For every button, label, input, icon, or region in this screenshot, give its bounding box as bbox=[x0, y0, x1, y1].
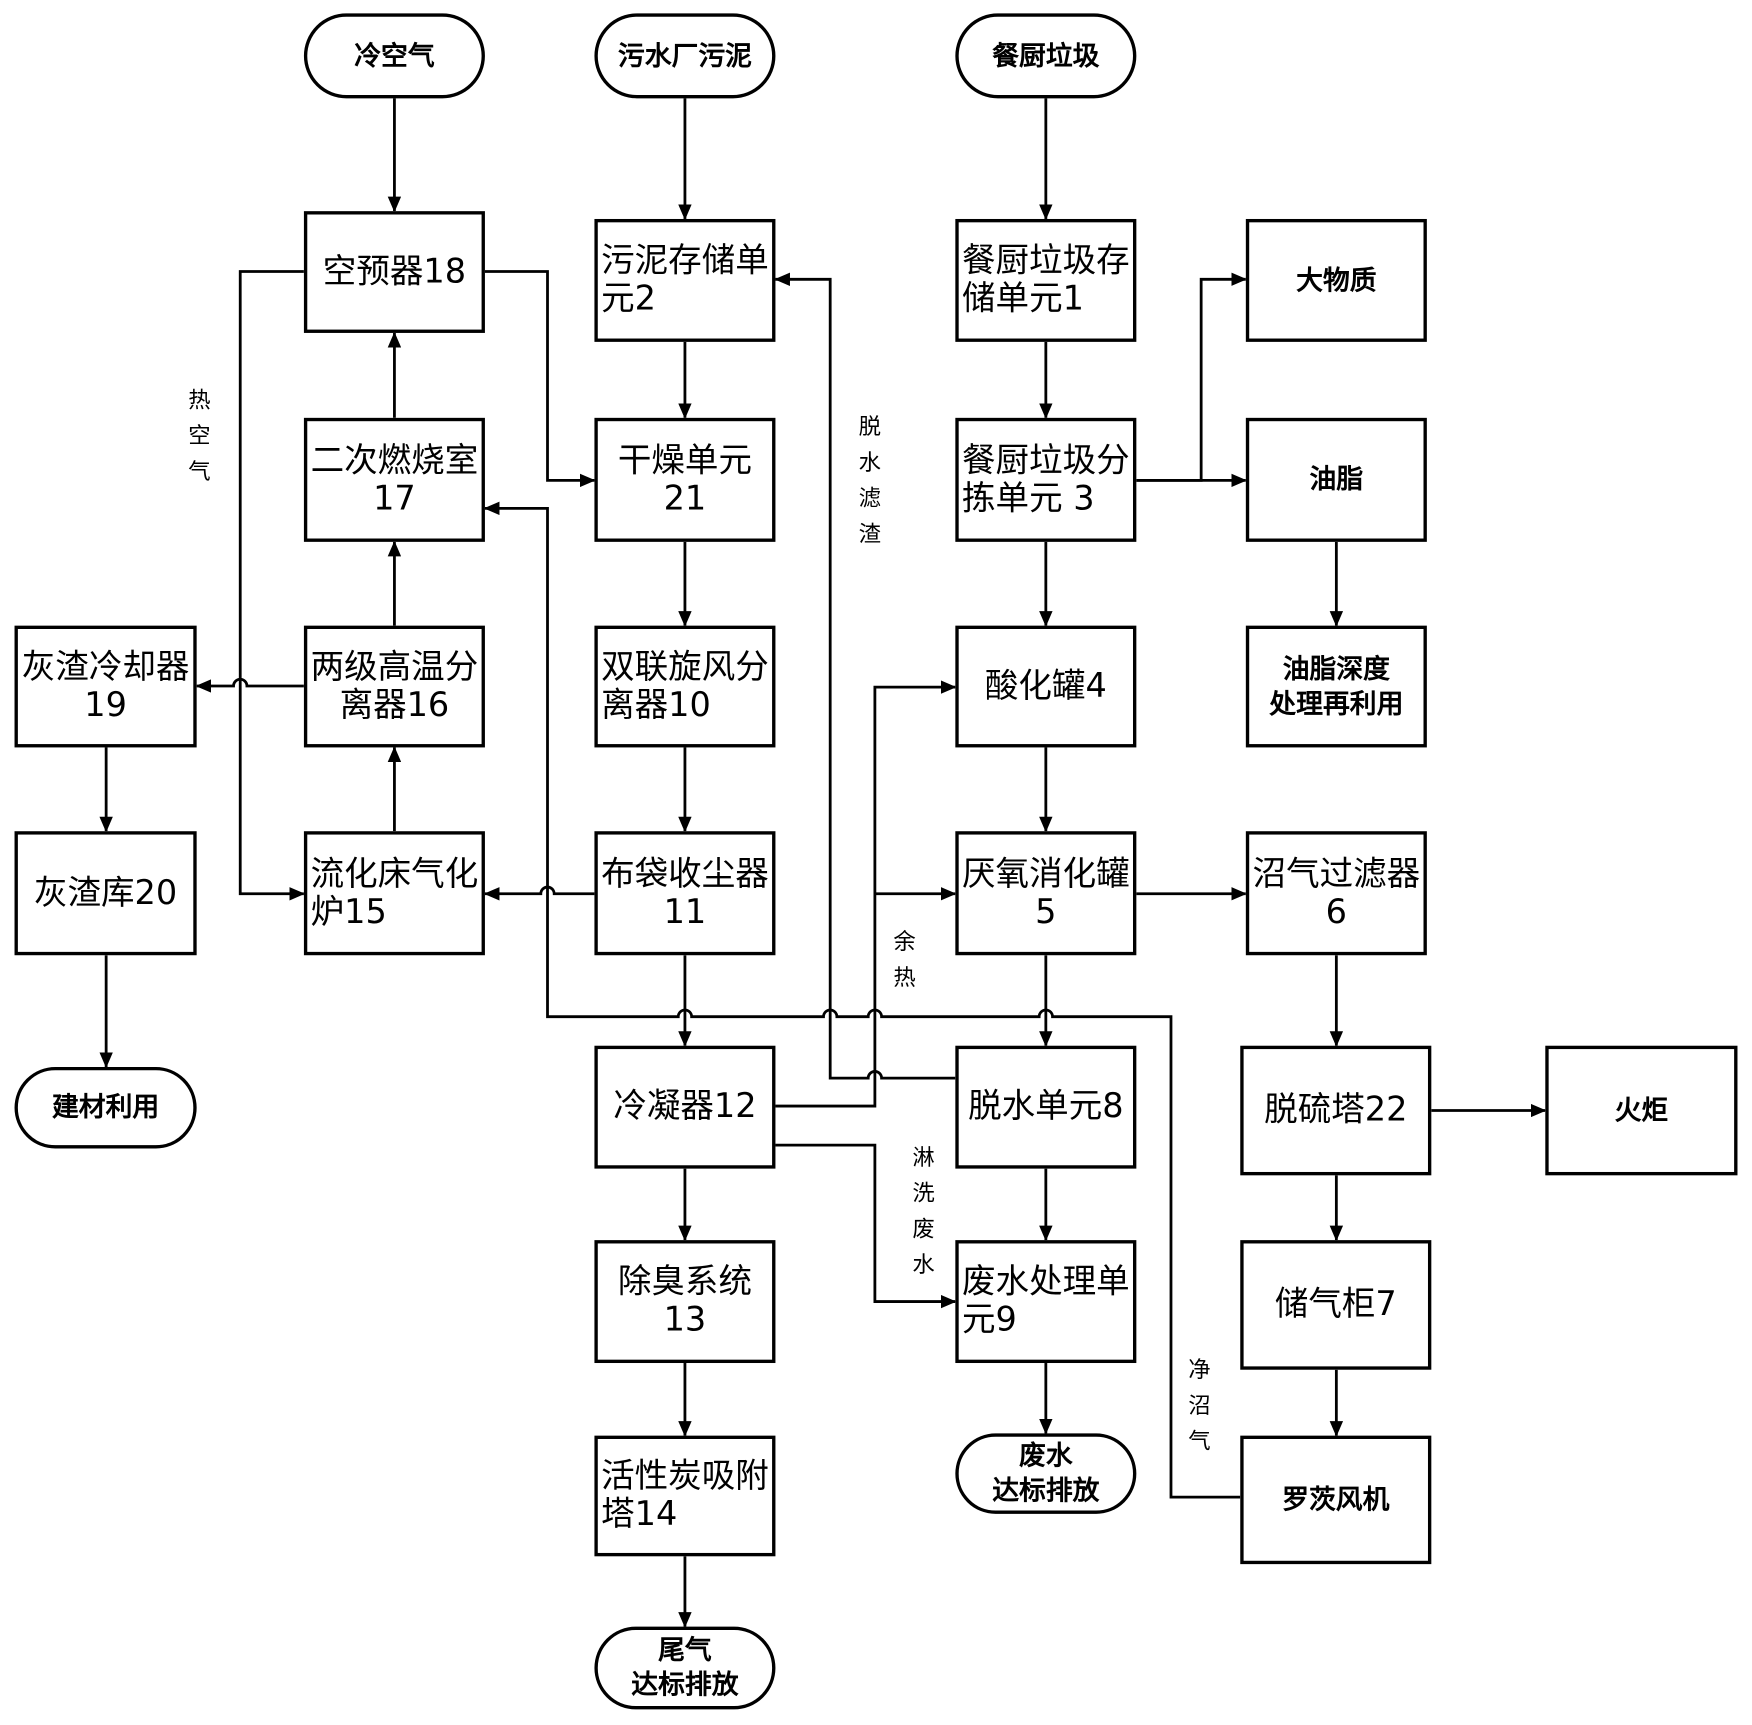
anaerobic-label: 厌氧消化罐 5 bbox=[962, 854, 1130, 932]
node-grease: 油脂 bbox=[1245, 417, 1427, 542]
wastewater-discharge-label: 废水 达标排放 bbox=[992, 1440, 1100, 1507]
edge-label-hot-air: 热空气 bbox=[184, 387, 212, 495]
air-preheater-label: 空预器18 bbox=[322, 251, 467, 292]
building-materials-label: 建材利用 bbox=[51, 1091, 160, 1123]
cold-air-label: 冷空气 bbox=[354, 39, 435, 71]
edge-label-clean-biogas: 净沼气 bbox=[1184, 1357, 1212, 1465]
ash-cooler-label: 灰渣冷却器 19 bbox=[21, 647, 190, 725]
grease-reuse-label: 油脂深度 处理再利用 bbox=[1269, 653, 1404, 719]
node-acidification: 酸化罐4 bbox=[955, 625, 1137, 748]
node-flare: 火炬 bbox=[1545, 1045, 1738, 1176]
node-grease-reuse: 油脂深度 处理再利用 bbox=[1245, 625, 1427, 748]
secondary-combustion-label: 二次燃烧室 17 bbox=[310, 440, 479, 518]
edge-condenser-to-wastewater-treatment bbox=[775, 1143, 957, 1309]
edge-roots-blower-to-secondary-combustion bbox=[483, 501, 1241, 1499]
edge-dewatering-to-sludge-storage bbox=[774, 272, 956, 1080]
deodorization-label: 除臭系统13 bbox=[617, 1262, 752, 1340]
kitchen-storage-label: 餐厨垃圾存 储单元1 bbox=[962, 241, 1130, 319]
baghouse-label: 布袋收尘器 11 bbox=[601, 854, 769, 932]
dewatering-label: 脱水单元8 bbox=[968, 1087, 1124, 1127]
node-kitchen-storage: 餐厨垃圾存 储单元1 bbox=[955, 218, 1137, 342]
grease-label: 油脂 bbox=[1309, 463, 1364, 495]
edge-sorting-to-bulky bbox=[1136, 272, 1247, 482]
node-sorting: 餐厨垃圾分 拣单元 3 bbox=[955, 417, 1137, 542]
node-building-materials: 建材利用 bbox=[14, 1066, 197, 1149]
node-desulfurization: 脱硫塔22 bbox=[1240, 1045, 1432, 1176]
flare-label: 火炬 bbox=[1614, 1094, 1669, 1126]
node-dewatering: 脱水单元8 bbox=[955, 1045, 1137, 1169]
node-wastewater-treatment: 废水处理单 元9 bbox=[955, 1240, 1137, 1364]
edge-baghouse-to-gasifier bbox=[483, 885, 595, 901]
condenser-label: 冷凝器12 bbox=[613, 1087, 757, 1127]
wastewater-treatment-label: 废水处理单 元9 bbox=[962, 1262, 1130, 1340]
sludge-storage-label: 污泥存储单 元2 bbox=[601, 241, 769, 319]
node-roots-blower: 罗茨风机 bbox=[1240, 1435, 1432, 1565]
node-biogas-filter: 沼气过滤器 6 bbox=[1245, 831, 1427, 956]
node-kitchen-waste: 餐厨垃圾 bbox=[955, 13, 1137, 99]
bulky-label: 大物质 bbox=[1296, 264, 1377, 296]
node-cyclone: 双联旋风分 离器10 bbox=[594, 625, 776, 748]
edge-separator-to-ash-cooler bbox=[195, 677, 304, 693]
edge-label-scrubbing-wastewater: 淋洗废水 bbox=[908, 1145, 936, 1289]
edge-condenser-to-acidification-waste-heat bbox=[775, 680, 957, 1108]
sewage-sludge-label: 污水厂污泥 bbox=[617, 39, 752, 71]
node-secondary-combustion: 二次燃烧室 17 bbox=[303, 417, 485, 542]
carbon-tower-label: 活性炭吸附 塔14 bbox=[601, 1456, 769, 1534]
roots-blower-label: 罗茨风机 bbox=[1282, 1483, 1390, 1515]
edge-air-preheater-to-dryer bbox=[484, 270, 596, 488]
node-anaerobic: 厌氧消化罐 5 bbox=[955, 831, 1137, 956]
acidification-label: 酸化罐4 bbox=[984, 666, 1107, 706]
node-gas-holder: 储气柜7 bbox=[1240, 1240, 1432, 1370]
node-deodorization: 除臭系统13 bbox=[594, 1240, 776, 1364]
node-exhaust-discharge: 尾气 达标排放 bbox=[594, 1626, 776, 1710]
kitchen-waste-label: 餐厨垃圾 bbox=[992, 39, 1100, 71]
node-air-preheater: 空预器18 bbox=[303, 211, 485, 333]
node-condenser: 冷凝器12 bbox=[594, 1045, 776, 1169]
node-baghouse: 布袋收尘器 11 bbox=[594, 831, 776, 956]
separator-label: 两级高温分 离器16 bbox=[310, 647, 479, 725]
node-ash-cooler: 灰渣冷却器 19 bbox=[14, 625, 197, 748]
node-wastewater-discharge: 废水 达标排放 bbox=[955, 1433, 1137, 1514]
gasifier-label: 流化床气化 炉15 bbox=[310, 854, 479, 932]
ash-silo-label: 灰渣库20 bbox=[33, 873, 178, 913]
node-ash-silo: 灰渣库20 bbox=[14, 831, 197, 956]
node-dryer: 干燥单元21 bbox=[594, 417, 776, 542]
node-carbon-tower: 活性炭吸附 塔14 bbox=[594, 1435, 776, 1557]
edge-air-preheater-to-gasifier-hot-air bbox=[238, 270, 306, 901]
desulfurization-label: 脱硫塔22 bbox=[1264, 1090, 1408, 1130]
node-separator: 两级高温分 离器16 bbox=[303, 625, 485, 748]
dryer-label: 干燥单元21 bbox=[617, 440, 752, 518]
node-cold-air: 冷空气 bbox=[303, 13, 485, 99]
node-sewage-sludge: 污水厂污泥 bbox=[594, 13, 776, 99]
gas-holder-label: 储气柜7 bbox=[1274, 1284, 1397, 1324]
node-bulky: 大物质 bbox=[1245, 218, 1427, 342]
node-gasifier: 流化床气化 炉15 bbox=[303, 831, 485, 956]
sorting-label: 餐厨垃圾分 拣单元 3 bbox=[962, 440, 1130, 518]
edge-label-dewatering-residue: 脱水滤渣 bbox=[854, 414, 882, 558]
biogas-filter-label: 沼气过滤器 6 bbox=[1252, 854, 1421, 932]
node-sludge-storage: 污泥存储单 元2 bbox=[594, 218, 776, 342]
cyclone-label: 双联旋风分 离器10 bbox=[601, 647, 769, 725]
edge-label-waste-heat: 余热 bbox=[889, 929, 917, 1002]
exhaust-discharge-label: 尾气 达标排放 bbox=[631, 1634, 739, 1701]
